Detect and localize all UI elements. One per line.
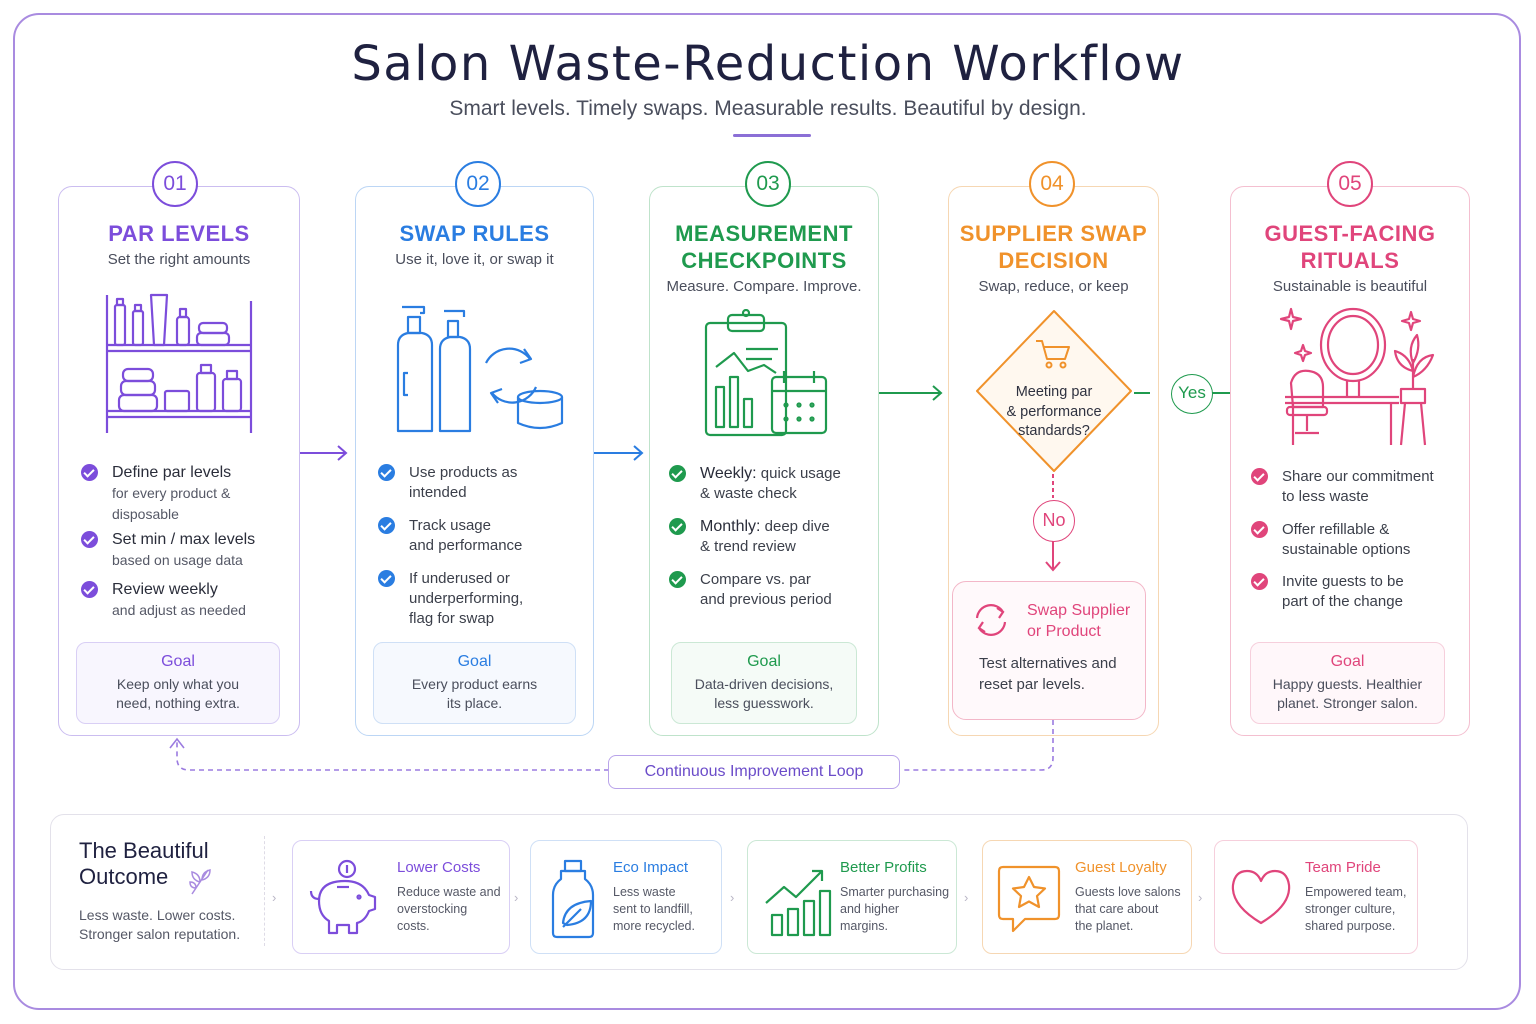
step-number-badge: 03 xyxy=(745,161,791,207)
check-icon xyxy=(378,517,395,534)
flow-arrow xyxy=(594,445,644,461)
bottles-swap-icon xyxy=(396,305,564,433)
check-icon xyxy=(378,570,395,587)
check-icon xyxy=(81,464,98,481)
star-bubble-icon xyxy=(997,865,1061,933)
outcome-title: Guest Loyalty xyxy=(1075,859,1167,876)
decision-diamond xyxy=(976,310,1132,472)
page-subtitle: Smart levels. Timely swaps. Measurable r… xyxy=(449,97,1087,120)
step-number-badge: 02 xyxy=(455,161,501,207)
step-card-swap-rules[interactable]: SWAP RULES Use it, love it, or swap it U… xyxy=(355,186,594,736)
goal-label: Goal xyxy=(161,653,195,670)
chevron-right-icon: › xyxy=(272,890,277,905)
check-icon xyxy=(669,465,686,482)
outcome-text: Less waste. Lower costs.Stronger salon r… xyxy=(79,907,241,942)
step-title: SWAP RULES xyxy=(399,221,550,246)
outcome-title: Eco Impact xyxy=(613,859,689,876)
step-subtitle: Measure. Compare. Improve. xyxy=(666,278,862,295)
chevron-right-icon: › xyxy=(514,890,519,905)
goal-label: Goal xyxy=(1330,653,1365,670)
page-frame xyxy=(13,13,1521,1010)
vanity-mirror-icon xyxy=(1279,307,1435,446)
check-icon xyxy=(81,531,98,548)
goal-box: Goal Data-driven decisions,less guesswor… xyxy=(671,642,857,724)
page-title: Salon Waste-Reduction Workflow xyxy=(351,36,1185,92)
goal-label: Goal xyxy=(747,653,781,670)
title-divider xyxy=(733,134,811,137)
outcome-card-team-pride[interactable]: Team Pride Empowered team,stronger cultu… xyxy=(1214,840,1418,954)
heart-icon xyxy=(1231,869,1291,925)
no-connector xyxy=(1045,474,1061,572)
step-card-par-levels[interactable]: PAR LEVELS Set the right amounts Define … xyxy=(58,186,300,736)
growth-chart-icon xyxy=(765,869,832,937)
piggy-bank-icon xyxy=(309,859,377,935)
flow-arrow xyxy=(879,385,943,401)
outcome-panel xyxy=(50,814,1468,970)
cart-icon xyxy=(1036,340,1070,369)
swap-arrows-icon xyxy=(975,604,1007,636)
check-icon xyxy=(81,581,98,598)
step-subtitle: Sustainable is beautiful xyxy=(1272,278,1428,295)
outcome-desc: Empowered team,stronger culture,shared p… xyxy=(1305,885,1407,933)
outcome-divider xyxy=(264,836,265,946)
check-icon xyxy=(378,464,395,481)
check-icon xyxy=(1251,521,1268,538)
step-subtitle: Use it, love it, or swap it xyxy=(395,251,554,268)
leaf-sprig-icon xyxy=(189,869,211,895)
step-title: PAR LEVELS xyxy=(108,221,250,246)
step-number-badge: 01 xyxy=(152,161,198,207)
outcome-title: Better Profits xyxy=(840,859,927,876)
check-icon xyxy=(669,518,686,535)
outcome-title: Lower Costs xyxy=(397,859,481,876)
shelf-icon xyxy=(105,293,253,433)
chevron-right-icon: › xyxy=(1198,890,1203,905)
chevron-right-icon: › xyxy=(964,890,969,905)
step-subtitle: Swap, reduce, or keep xyxy=(978,278,1129,295)
step-number-badge: 05 xyxy=(1327,161,1373,207)
check-icon xyxy=(669,571,686,588)
goal-text: Data-driven decisions,less guesswork. xyxy=(694,676,834,711)
continuous-improvement-loop[interactable]: Continuous Improvement Loop xyxy=(608,755,900,789)
goal-label: Goal xyxy=(457,653,492,670)
flow-arrow xyxy=(300,445,348,461)
check-icon xyxy=(1251,468,1268,485)
step-number-badge: 04 xyxy=(1029,161,1075,207)
eco-bottle-icon xyxy=(551,859,595,939)
no-badge: No xyxy=(1033,500,1075,542)
yes-badge: Yes xyxy=(1171,374,1213,414)
improvement-loop-connector xyxy=(169,720,1054,771)
check-icon xyxy=(1251,573,1268,590)
outcome-title: Team Pride xyxy=(1305,859,1381,876)
chevron-right-icon: › xyxy=(730,890,735,905)
clipboard-chart-icon xyxy=(704,309,828,437)
step-subtitle: Set the right amounts xyxy=(107,251,251,268)
